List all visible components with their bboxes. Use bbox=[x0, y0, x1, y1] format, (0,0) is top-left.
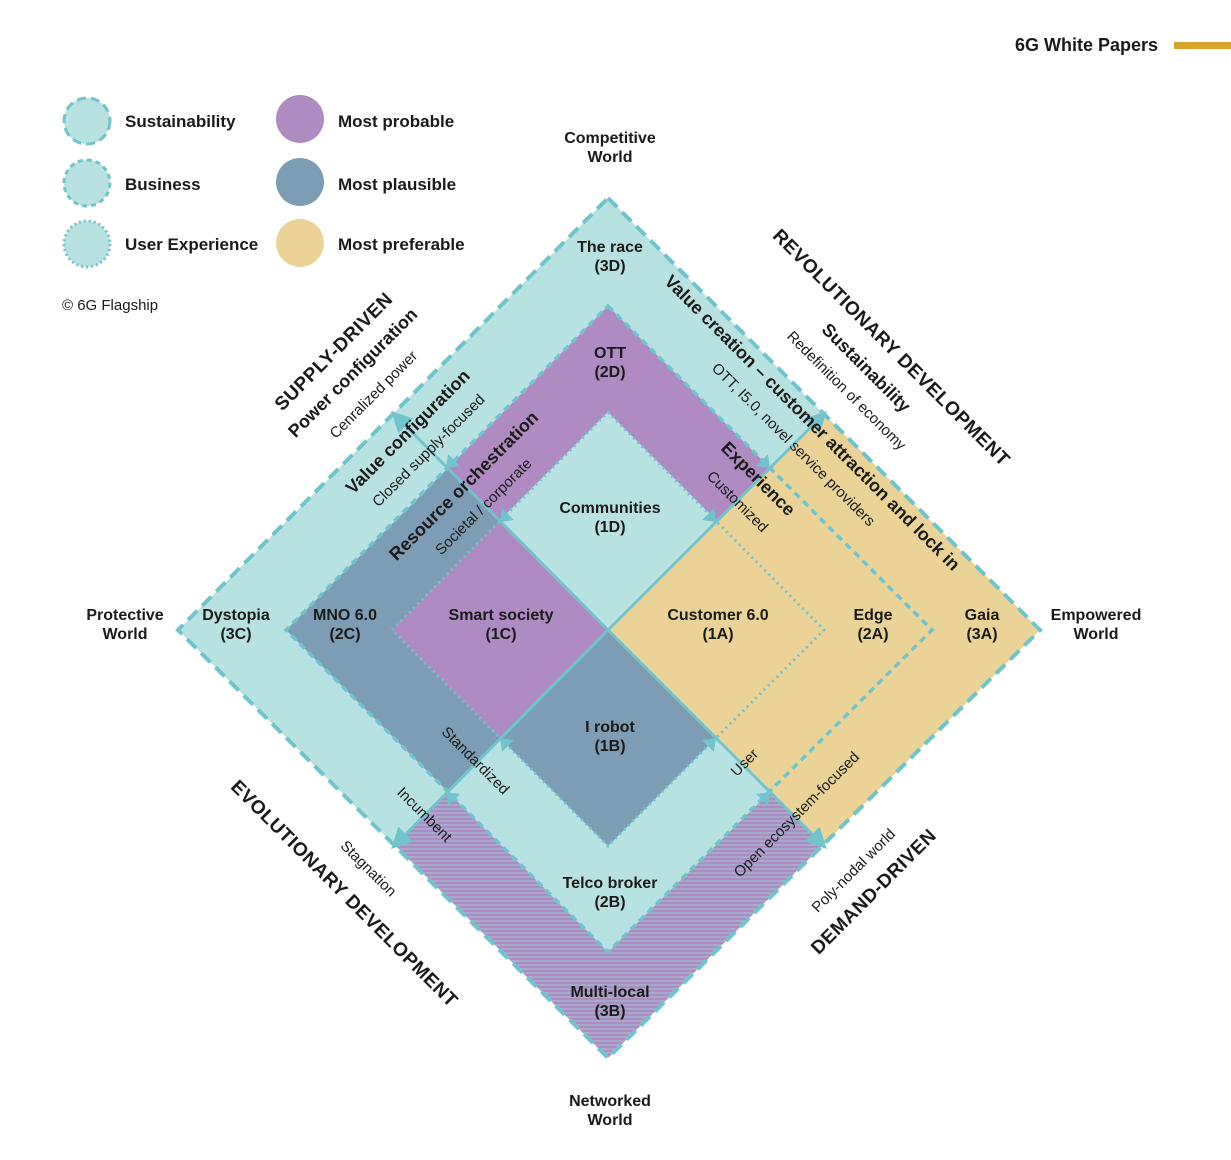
scenario-1a: Customer 6.0(1A) bbox=[667, 607, 768, 643]
axis-evolutionary bbox=[391, 628, 610, 849]
arrow-head bbox=[702, 738, 716, 752]
scenario-3a: Gaia(3A) bbox=[965, 607, 1000, 643]
legend-most-probable-label: Most probable bbox=[338, 112, 454, 131]
header-title: 6G White Papers bbox=[1015, 35, 1158, 55]
outline-user-experience bbox=[389, 409, 827, 849]
scenario-1c: Smart society(1C) bbox=[449, 607, 554, 643]
scenario-1d: Communities(1D) bbox=[559, 500, 660, 536]
outline-business bbox=[283, 303, 935, 955]
scenario-2d: OTT(2D) bbox=[594, 345, 626, 381]
arrow-head bbox=[756, 792, 770, 806]
legend-most-probable-swatch bbox=[276, 95, 324, 143]
legend-most-plausible-label: Most plausible bbox=[338, 175, 456, 194]
arrow-head bbox=[446, 454, 460, 468]
outline-sustainability bbox=[175, 195, 1043, 1061]
header-accent-bar bbox=[1174, 42, 1231, 49]
legend-business-swatch bbox=[62, 158, 112, 208]
arrow-head bbox=[500, 508, 514, 522]
legend-sustainability-label: Sustainability bbox=[125, 112, 236, 131]
legend-user-experience-swatch bbox=[62, 219, 112, 269]
scenario-2a: Edge(2A) bbox=[853, 607, 892, 643]
legend-business-label: Business bbox=[125, 175, 201, 194]
scenario-2c: MNO 6.0(2C) bbox=[313, 607, 377, 643]
scenario-3d: The race(3D) bbox=[577, 239, 643, 275]
scenario-3b: Multi-local(3B) bbox=[570, 984, 649, 1020]
legend-most-preferable-label: Most preferable bbox=[338, 235, 465, 254]
scenario-2b: Telco broker(2B) bbox=[563, 875, 658, 911]
scenario-1b: I robot(1B) bbox=[585, 719, 635, 755]
legend-sustainability-swatch bbox=[62, 96, 112, 146]
legend-most-plausible-swatch bbox=[276, 158, 324, 206]
arrow-head bbox=[446, 792, 460, 806]
arrow-head bbox=[500, 738, 514, 752]
arrow-head bbox=[702, 508, 716, 522]
legend-user-experience-label: User Experience bbox=[125, 235, 258, 254]
legend-most-preferable-swatch bbox=[276, 219, 324, 267]
arrow-head bbox=[756, 454, 770, 468]
copyright: © 6G Flagship bbox=[62, 297, 158, 314]
legend: Sustainability Business User Experience … bbox=[62, 95, 465, 269]
axis-supply-driven bbox=[391, 411, 610, 632]
scenario-3c: Dystopia(3C) bbox=[202, 607, 270, 643]
